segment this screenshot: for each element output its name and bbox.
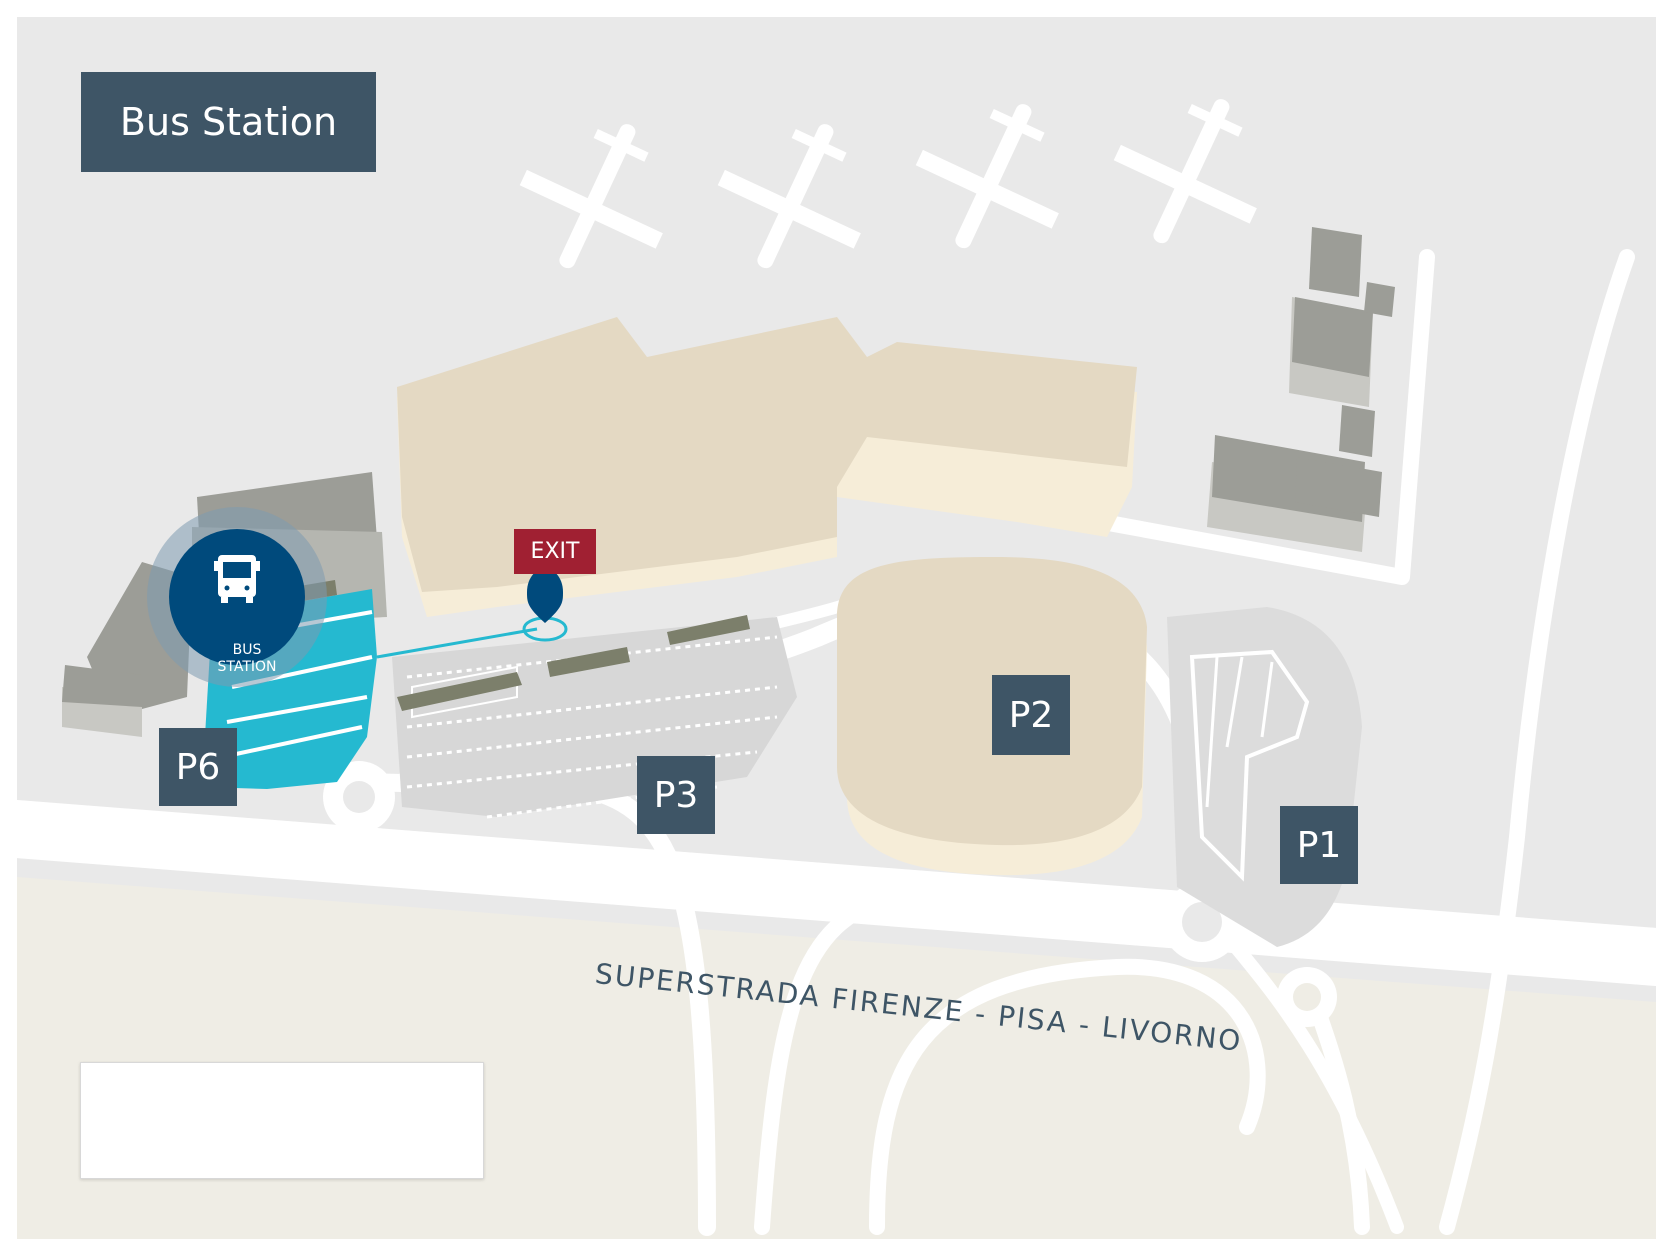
walking-route [376,627,538,659]
bus-station-label-line2: STATION [217,659,277,675]
buildings-east [1207,227,1395,552]
exit-pin-icon [527,568,563,623]
parking-p3-lot [392,617,797,819]
map-canvas [17,99,1656,1239]
parking-label-p1[interactable]: P1 [1280,806,1358,884]
legend [80,1062,484,1179]
airplanes [519,99,1257,269]
airplane-icon [1113,99,1257,244]
airplane-icon [519,124,663,269]
main-road [17,800,1656,986]
map: Bus Station EXIT BUS STATION P2 P3 P1 P6… [17,17,1656,1239]
page-title: Bus Station [81,72,376,172]
parking-label-p2[interactable]: P2 [992,675,1070,755]
parking-p1-lot [1167,607,1362,947]
bus-station-label: BUS STATION [167,642,327,676]
airplane-icon [915,104,1059,249]
parking-label-p3[interactable]: P3 [637,756,715,834]
bus-station-label-line1: BUS [232,642,262,658]
parking-label-p6[interactable]: P6 [159,728,237,806]
airplane-icon [717,124,861,269]
bus-icon [214,555,260,603]
exit-label: EXIT [514,529,596,574]
